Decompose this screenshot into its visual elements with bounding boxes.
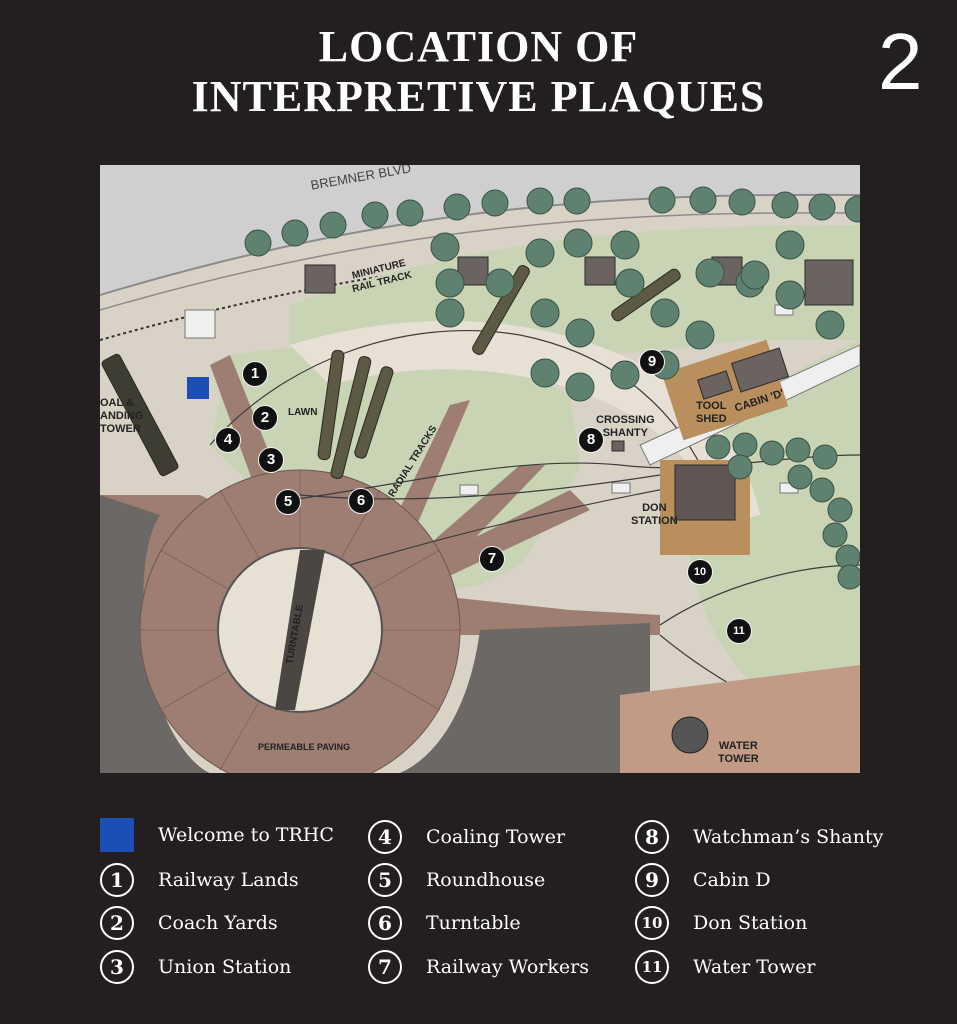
site-map-drawing (100, 165, 860, 773)
legend-item: 6 Turntable (368, 906, 521, 940)
crossing-shanty-label-line1: CROSSING (596, 414, 655, 426)
welcome-square-icon (187, 377, 209, 399)
tool-shed-label: TOOL SHED (696, 400, 727, 426)
water-tower-label: WATER TOWER (718, 740, 759, 766)
coaling-tower-label: OAL & ANDING TOWER (100, 397, 143, 436)
legend-item-welcome: Welcome to TRHC (100, 818, 334, 852)
legend-label: Roundhouse (426, 869, 546, 891)
legend-label: Welcome to TRHC (158, 824, 334, 846)
legend-label: Don Station (693, 912, 808, 934)
plaque-number-icon: 8 (635, 820, 669, 854)
plaque-marker-icon[interactable]: 6 (348, 488, 374, 514)
title-line-2: INTERPRETIVE PLAQUES (191, 72, 766, 121)
plaque-marker-icon[interactable]: 11 (726, 618, 752, 644)
plaque-number-icon: 7 (368, 950, 402, 984)
plaque-number-icon: 5 (368, 863, 402, 897)
plaque-marker-icon[interactable]: 3 (258, 447, 284, 473)
plaque-marker-icon[interactable]: 10 (687, 559, 713, 585)
plaque-number-icon: 1 (100, 863, 134, 897)
lawn-label: LAWN (288, 407, 318, 418)
plaque-number-icon: 3 (100, 950, 134, 984)
plaque-marker-icon[interactable]: 9 (639, 349, 665, 375)
legend-label: Watchman’s Shanty (693, 826, 884, 848)
coaling-tower-label-line1: OAL & (100, 397, 135, 409)
crossing-shanty-label: CROSSING SHANTY (596, 414, 655, 440)
legend-item: 10 Don Station (635, 906, 807, 940)
page-number: 2 (878, 17, 923, 106)
water-tower-building (671, 716, 709, 754)
plaque-number-icon: 9 (635, 863, 669, 897)
crossing-shanty-label-line2: SHANTY (602, 427, 648, 439)
coaling-tower-label-line3: TOWER (100, 423, 141, 435)
plaque-marker-icon[interactable]: 2 (252, 405, 278, 431)
don-station-label-line1: DON (642, 502, 667, 514)
legend-label: Coach Yards (158, 912, 278, 934)
plaque-number-icon: 4 (368, 820, 402, 854)
water-tower-label-line1: WATER (718, 740, 758, 752)
plaque-number-icon: 11 (635, 950, 669, 984)
welcome-square-icon (100, 818, 134, 852)
tree-icon (244, 186, 860, 590)
legend-item: 8 Watchman’s Shanty (635, 820, 883, 854)
legend-item: 11 Water Tower (635, 950, 815, 984)
legend-item: 2 Coach Yards (100, 906, 278, 940)
legend-item: 1 Railway Lands (100, 863, 299, 897)
plaque-marker-icon[interactable]: 7 (479, 546, 505, 572)
plaque-marker-icon[interactable]: 5 (275, 489, 301, 515)
water-tower-label-line2: TOWER (718, 753, 759, 765)
legend-label: Turntable (426, 912, 521, 934)
legend-label: Union Station (158, 956, 292, 978)
roundhouse-roof-south (400, 623, 650, 773)
plaque-marker-icon[interactable]: 4 (215, 427, 241, 453)
site-map: BREMNER BLVD MINIATURE RAIL TRACK LAWN R… (100, 165, 860, 773)
plaque-number-icon: 2 (100, 906, 134, 940)
legend-item: 3 Union Station (100, 950, 291, 984)
legend-label: Water Tower (693, 956, 816, 978)
roundhouse-roof-west (100, 495, 210, 773)
legend-item: 9 Cabin D (635, 863, 771, 897)
tool-shed-label-line1: TOOL (696, 400, 727, 412)
legend-item: 5 Roundhouse (368, 863, 545, 897)
legend-item: 7 Railway Workers (368, 950, 589, 984)
permeable-paving-label: PERMEABLE PAVING (258, 742, 351, 752)
legend-label: Cabin D (693, 869, 771, 891)
plaque-number-icon: 6 (368, 906, 402, 940)
title-line-1: LOCATION OF (318, 22, 639, 71)
coaling-tower-label-line2: ANDING (100, 410, 144, 422)
legend-label: Railway Workers (426, 956, 589, 978)
don-station-label: DON STATION (631, 502, 678, 528)
legend-label: Coaling Tower (426, 826, 566, 848)
plaque-marker-icon[interactable]: 1 (242, 361, 268, 387)
don-station-label-line2: STATION (631, 515, 678, 527)
page-title: LOCATION OF INTERPRETIVE PLAQUES (0, 22, 957, 122)
legend-label: Railway Lands (158, 869, 299, 891)
tool-shed-label-line2: SHED (696, 413, 727, 425)
walkway-curve (290, 321, 760, 525)
plaque-number-icon: 10 (635, 906, 669, 940)
legend-item: 4 Coaling Tower (368, 820, 565, 854)
turntable-bridge (275, 550, 325, 710)
plaque-marker-icon[interactable]: 8 (578, 427, 604, 453)
